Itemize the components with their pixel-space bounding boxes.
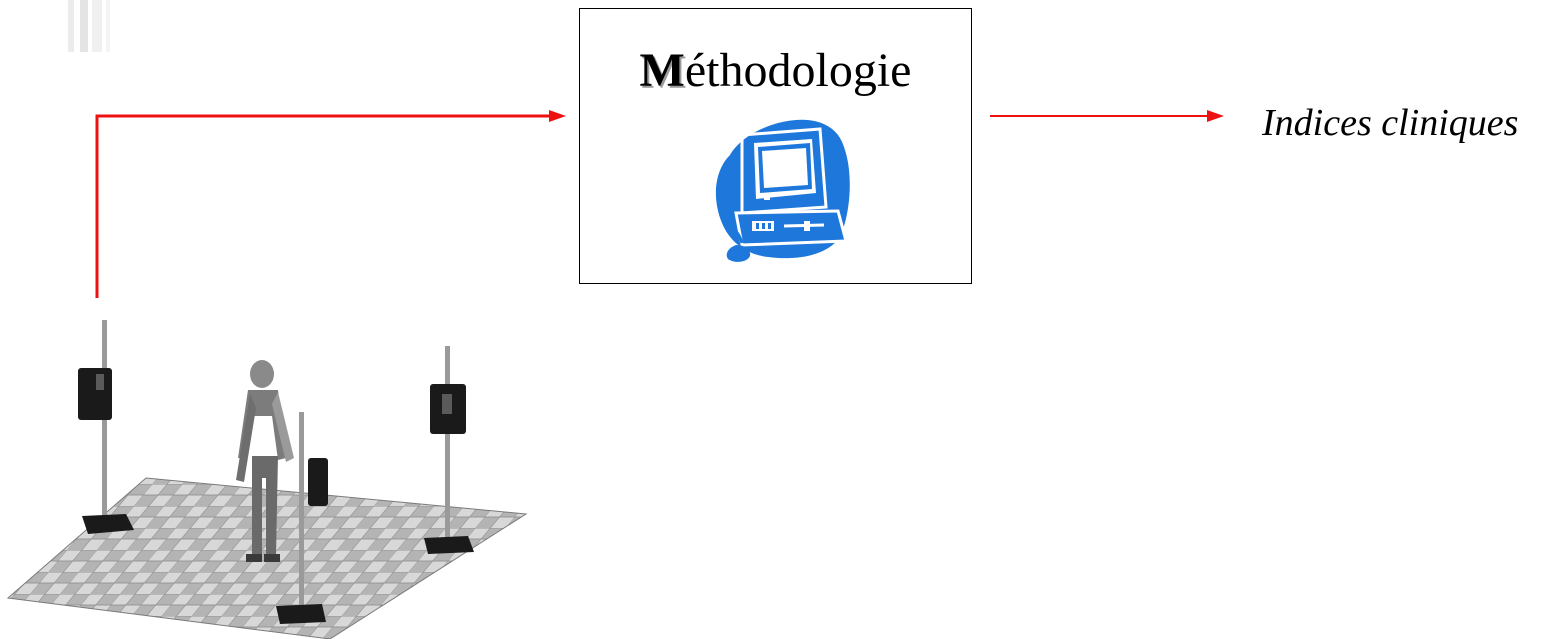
camera-pole-left	[78, 320, 134, 534]
decorative-bars	[68, 0, 110, 52]
title-rest: éthodologie	[684, 44, 912, 97]
camera-pole-right	[424, 346, 474, 554]
subject-figure	[236, 360, 294, 562]
methodology-title: Méthodologie	[580, 47, 971, 95]
output-arrow	[990, 110, 1224, 122]
title-initial: M	[639, 44, 685, 97]
camera-pole-front	[276, 412, 326, 624]
computer-icon	[715, 119, 850, 262]
input-arrow	[95, 110, 566, 298]
methodology-box: Méthodologie	[579, 8, 972, 284]
camera-center	[308, 458, 328, 506]
output-label: Indices cliniques	[1262, 102, 1519, 144]
motion-capture-setup-illustration	[6, 320, 528, 639]
